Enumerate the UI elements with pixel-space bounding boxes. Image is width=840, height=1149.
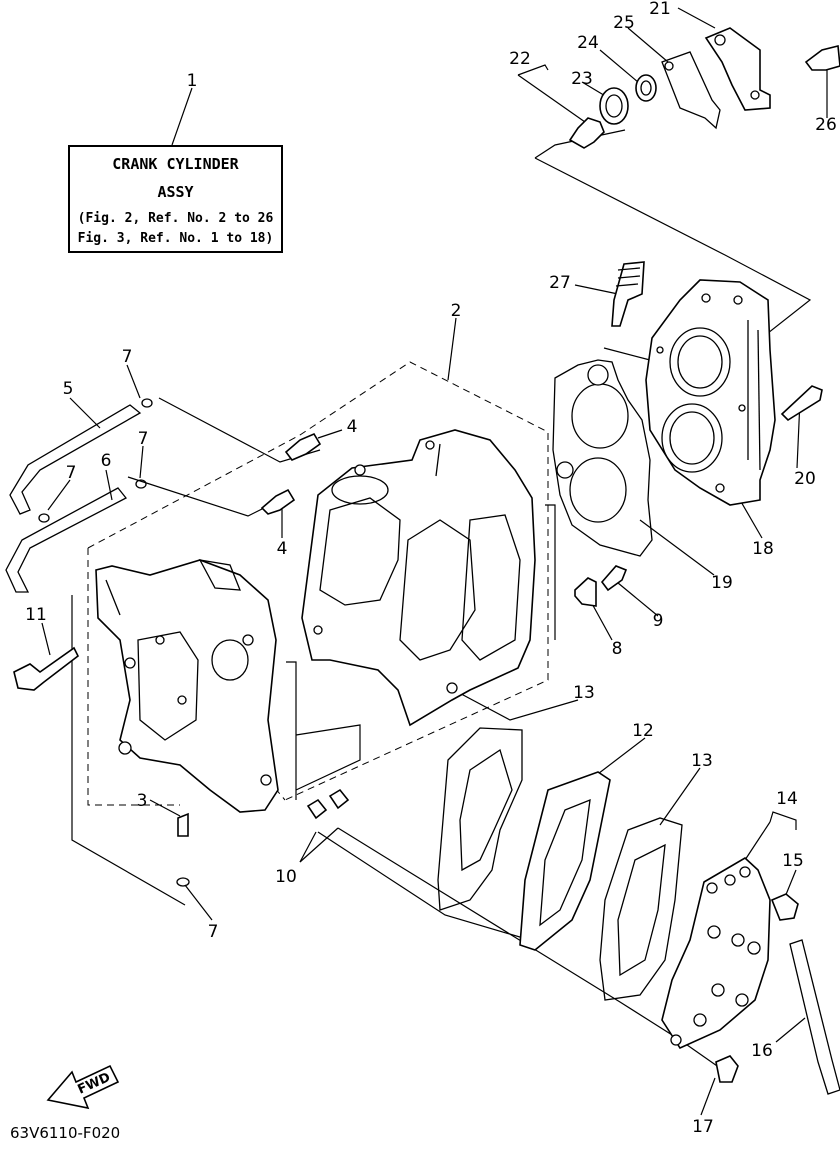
assembly-name-line1: CRANK CYLINDER [112,155,239,173]
head-gasket-group [552,359,653,557]
head-gasket-part [552,359,653,557]
callout-26: 26 [815,115,837,135]
clip-d-part [176,877,190,887]
callout-2: 2 [451,301,462,321]
callout-15: 15 [782,851,804,871]
spark-plug-part [611,261,645,327]
callout-24: 24 [577,33,599,53]
callout-22: 22 [509,49,531,69]
joint-fitting-part [568,117,605,149]
callout-25: 25 [613,13,635,33]
thermostat-gasket-part [661,51,721,130]
assembly-label-box: CRANK CYLINDER ASSY (Fig. 2, Ref. No. 2 … [68,145,283,253]
bolt-20-part [780,385,823,422]
callout-13-b: 13 [691,751,713,771]
callout-27: 27 [549,273,571,293]
spark-plug-group [611,261,645,327]
callout-14: 14 [776,789,798,809]
callout-19: 19 [711,573,733,593]
callout-labels: 2 3 4 4 5 6 7 7 7 7 8 9 10 11 12 13 13 1… [25,0,837,1137]
screw-9-part [600,565,628,592]
bolt-17-part [715,1055,739,1083]
callout-1: 1 [187,71,198,91]
cylinder-body-part [95,559,279,813]
crankcase-group [301,429,536,727]
callout-3: 3 [137,791,148,811]
nipple-upper-part [284,432,322,461]
callout-9: 9 [653,611,664,631]
bolt-26-part [804,44,840,71]
callout-21: 21 [649,0,671,19]
pin-10b-part [328,788,350,810]
clip-b-part [135,479,147,489]
nipple-lower-part [260,488,296,515]
assembly-ref-line1: (Fig. 2, Ref. No. 2 to 26 [77,211,274,226]
callout-4-lower: 4 [277,539,288,559]
bolt-11-part [13,646,80,691]
assembly-name-line2: ASSY [157,183,194,201]
fitting-15-part [770,893,799,921]
exhaust-gasket-a-part [437,727,523,911]
callout-11: 11 [25,605,47,625]
pin-10a-part [306,798,328,820]
callout-7-b: 7 [138,429,149,449]
cylinder-head-group [645,279,776,506]
clip-c-part [38,513,50,523]
callout-7-a: 7 [122,347,133,367]
callout-17: 17 [692,1117,714,1137]
hose-5-part [9,404,142,515]
fwd-arrow-icon: FWD [46,1064,120,1110]
exhaust-gasket-b-part [599,817,683,1001]
assembly-ref-line2: Fig. 3, Ref. No. 1 to 18) [77,231,274,246]
thermostat-cover-part [704,27,771,111]
diagram-code: 63V6110-F020 [10,1124,121,1142]
thermostat-cover-group [568,27,840,149]
callout-8: 8 [612,639,623,659]
callout-10: 10 [275,867,297,887]
hose-16-part [789,939,840,1095]
callout-23: 23 [571,69,593,89]
dowel-pin-part [177,812,189,837]
callout-13-a: 13 [573,683,595,703]
callout-7-c: 7 [66,463,77,483]
callout-6: 6 [101,451,112,471]
clip-a-part [141,398,153,408]
exhaust-inner-cover-part [519,771,611,951]
cylinder-body-group [95,559,279,813]
callout-12: 12 [632,721,654,741]
hose-6-part [5,487,128,593]
anode-part [574,577,597,607]
callout-20: 20 [794,469,816,489]
callout-7-d: 7 [208,922,219,942]
callout-16: 16 [751,1041,773,1061]
callout-4-upper: 4 [347,417,358,437]
callout-5: 5 [63,379,74,399]
crankcase-part [301,429,536,727]
callout-18: 18 [752,539,774,559]
